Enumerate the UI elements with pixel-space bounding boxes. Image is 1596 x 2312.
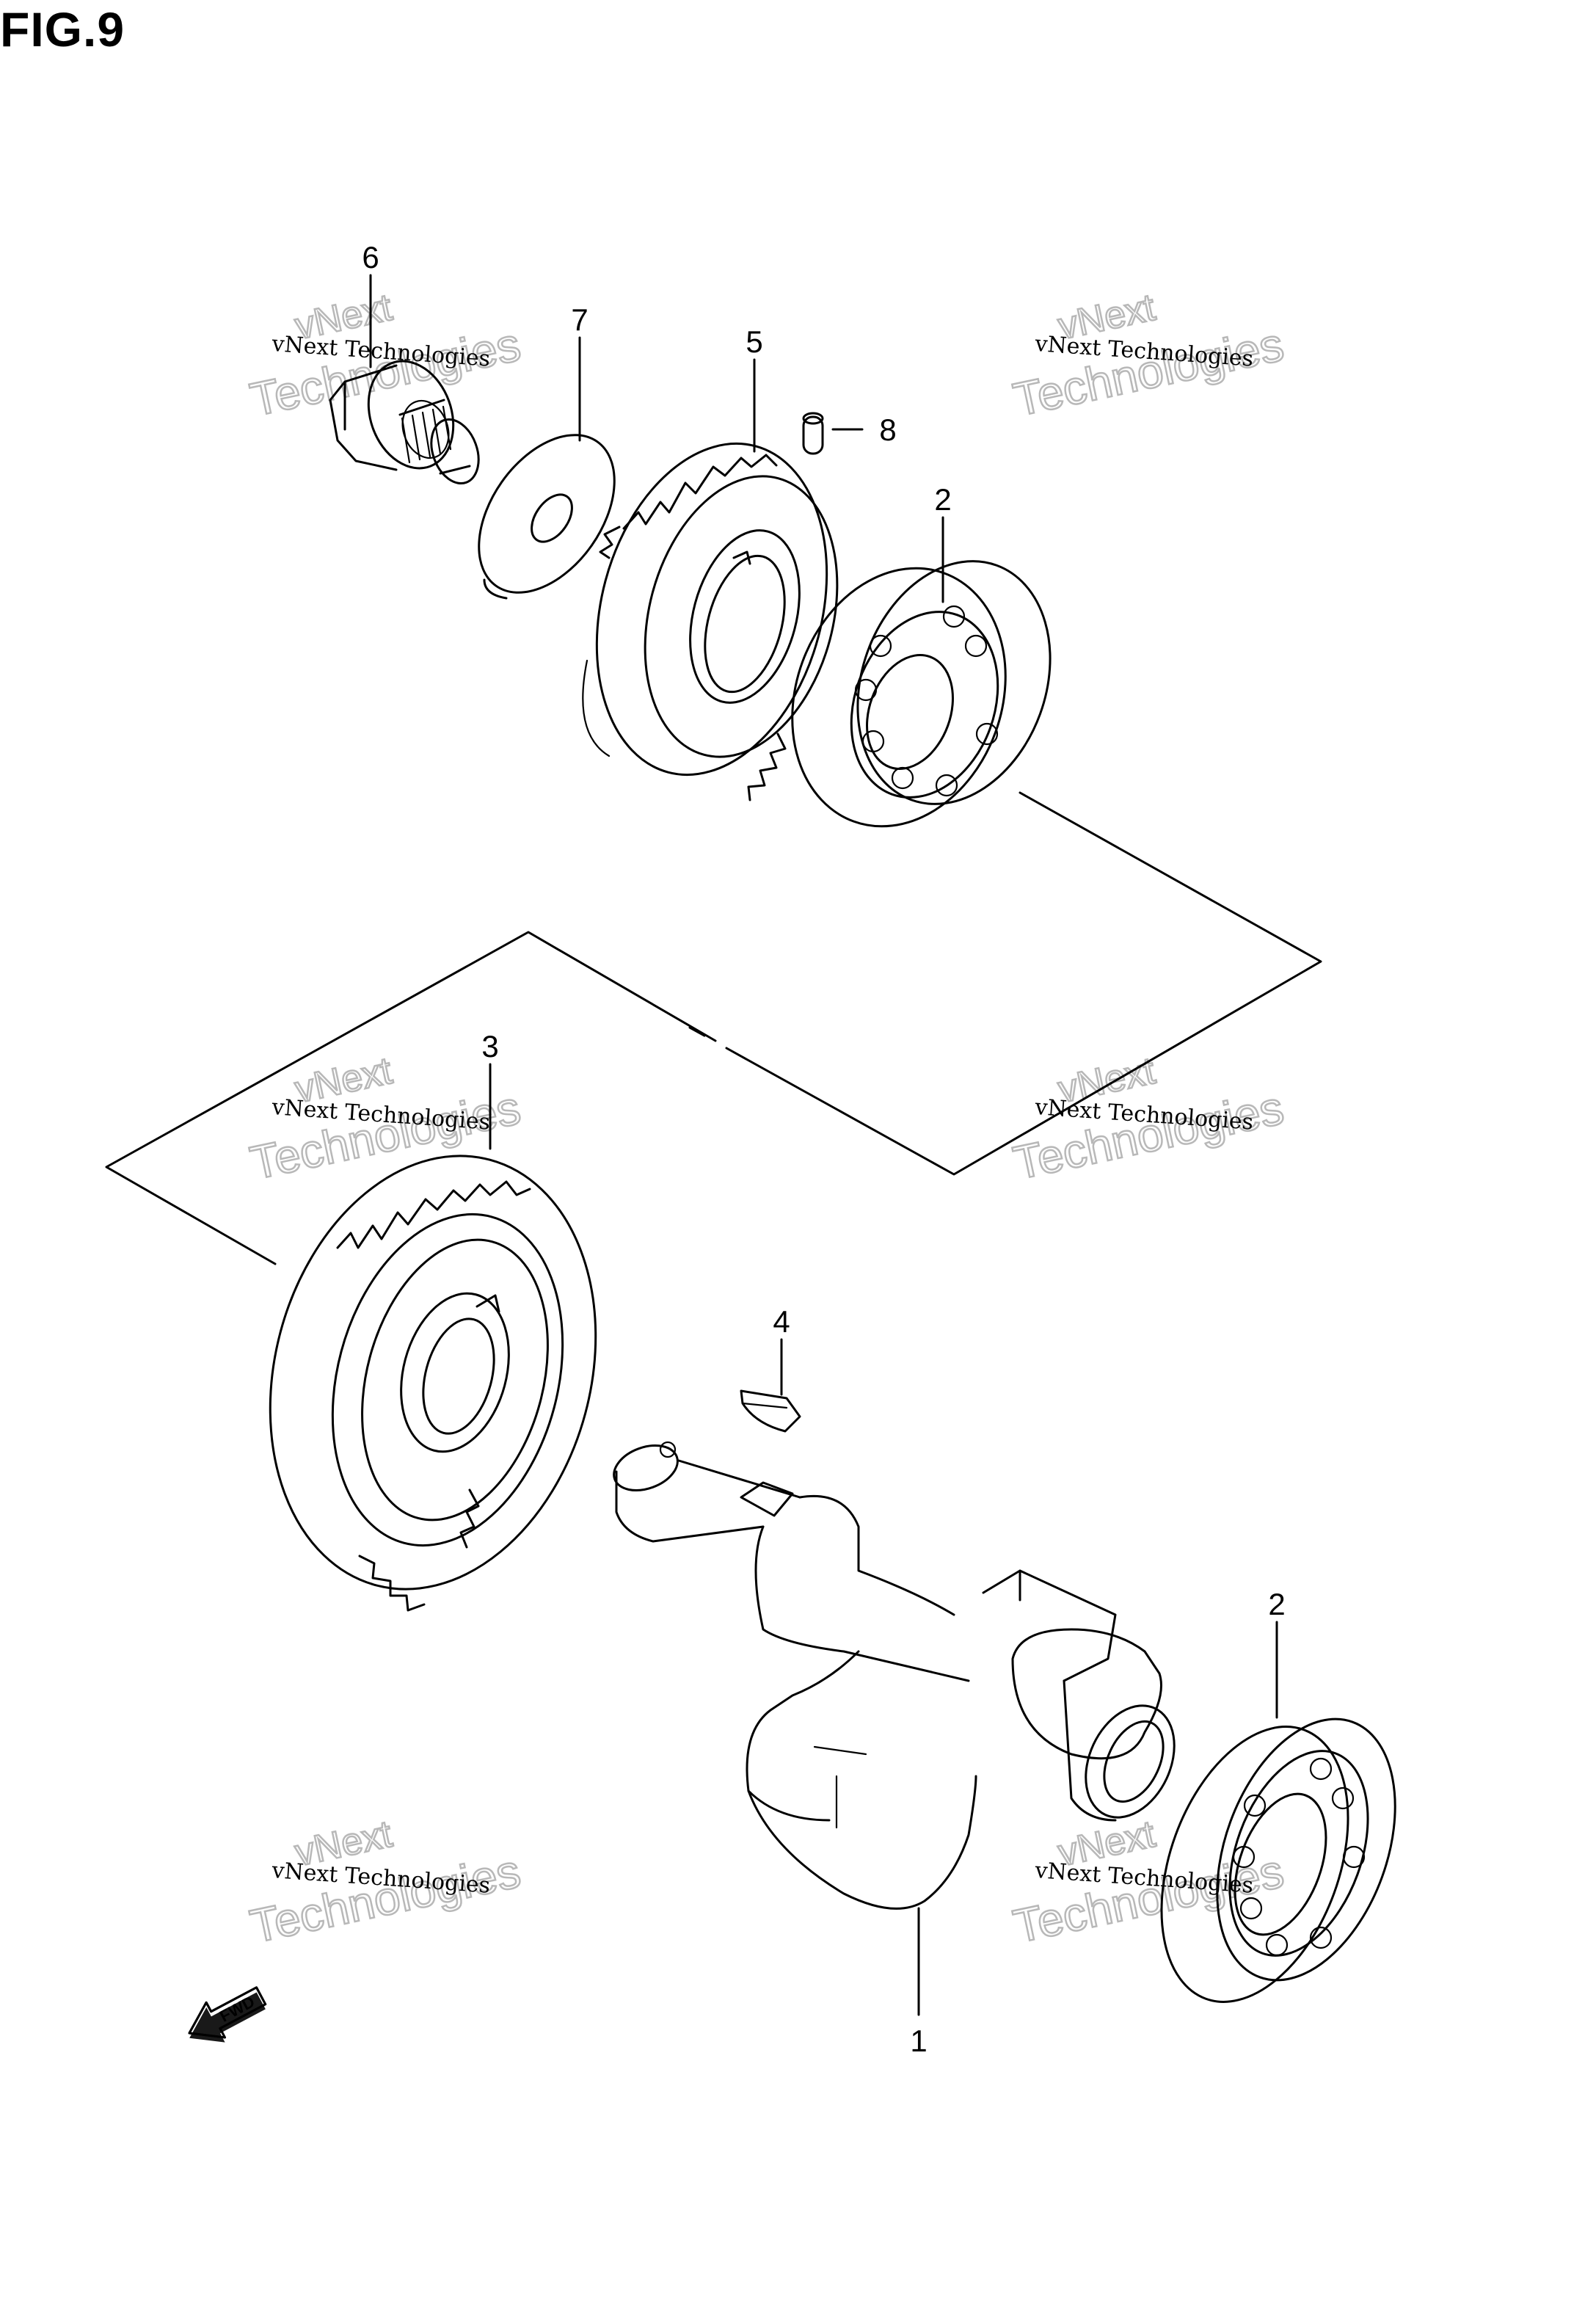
callout-8: 8: [879, 412, 896, 447]
callout-4: 4: [773, 1304, 790, 1339]
figure-title: FIG.9: [0, 2, 125, 57]
crank-shaft-part-1: [613, 1441, 1176, 1910]
washer-part-7: [478, 434, 616, 600]
gear-part-5: [582, 442, 839, 801]
callout-6: 6: [362, 240, 379, 275]
assembly-outline: [105, 791, 1322, 1265]
callout-2-bottom: 2: [1268, 1587, 1285, 1621]
bearing-part-2-top: [791, 560, 1052, 828]
callout-7: 7: [571, 302, 588, 337]
fwd-arrow-icon: FWD: [188, 1986, 267, 2043]
pin-part-8: [802, 412, 824, 455]
callout-2-top: 2: [934, 482, 951, 517]
bearing-part-2-bottom: [1160, 1717, 1396, 2003]
bolt-part-6: [329, 360, 480, 485]
leader-lines: [369, 274, 1278, 2016]
callout-5: 5: [746, 324, 762, 359]
key-part-4: [740, 1389, 801, 1433]
callout-1: 1: [910, 2024, 927, 2058]
gear-part-3: [269, 1155, 597, 1612]
callout-3: 3: [481, 1029, 498, 1064]
